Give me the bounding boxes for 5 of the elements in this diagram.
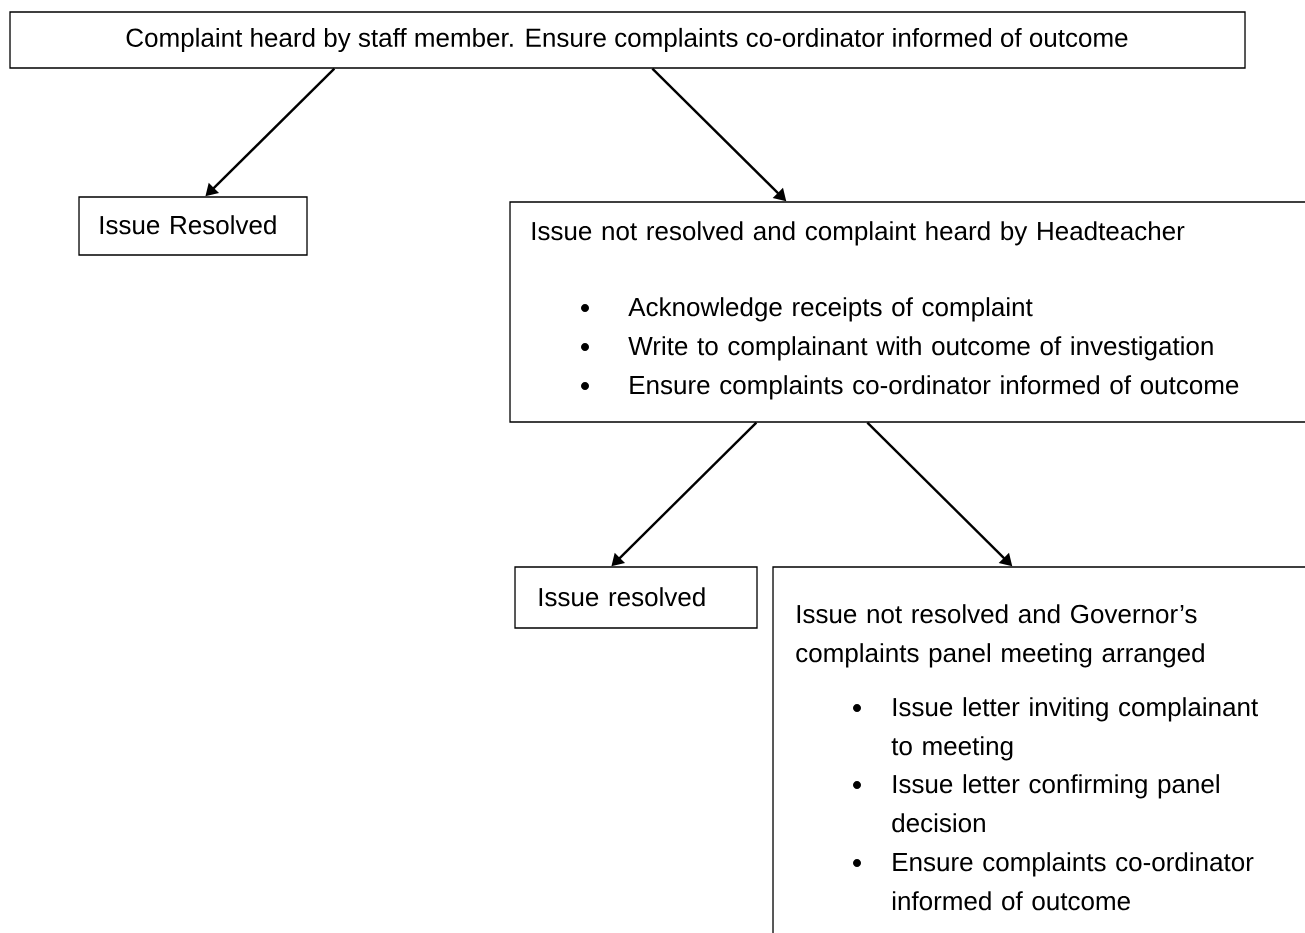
outcome-box: Issue resolved (514, 566, 758, 629)
process-box: Complaint heard by staff member. Ensure complaints co-ordinator informed of outcome (9, 11, 1246, 69)
process-box: Issue not resolved and complaint heard by Headteacher Acknowledge receipts of complaint Write to complainant with outcome of investigation Ensure complaints co-ordinator informed of outcome (509, 201, 1305, 423)
process-box: Issue not resolved and Governor’s complaints panel meeting arranged Issue letter inviting complainant to meeting Issue letter confirming panel decision Ensure complaints co-ordinator informed of outcome (772, 566, 1305, 933)
outcome-box: Issue Resolved (78, 196, 308, 256)
